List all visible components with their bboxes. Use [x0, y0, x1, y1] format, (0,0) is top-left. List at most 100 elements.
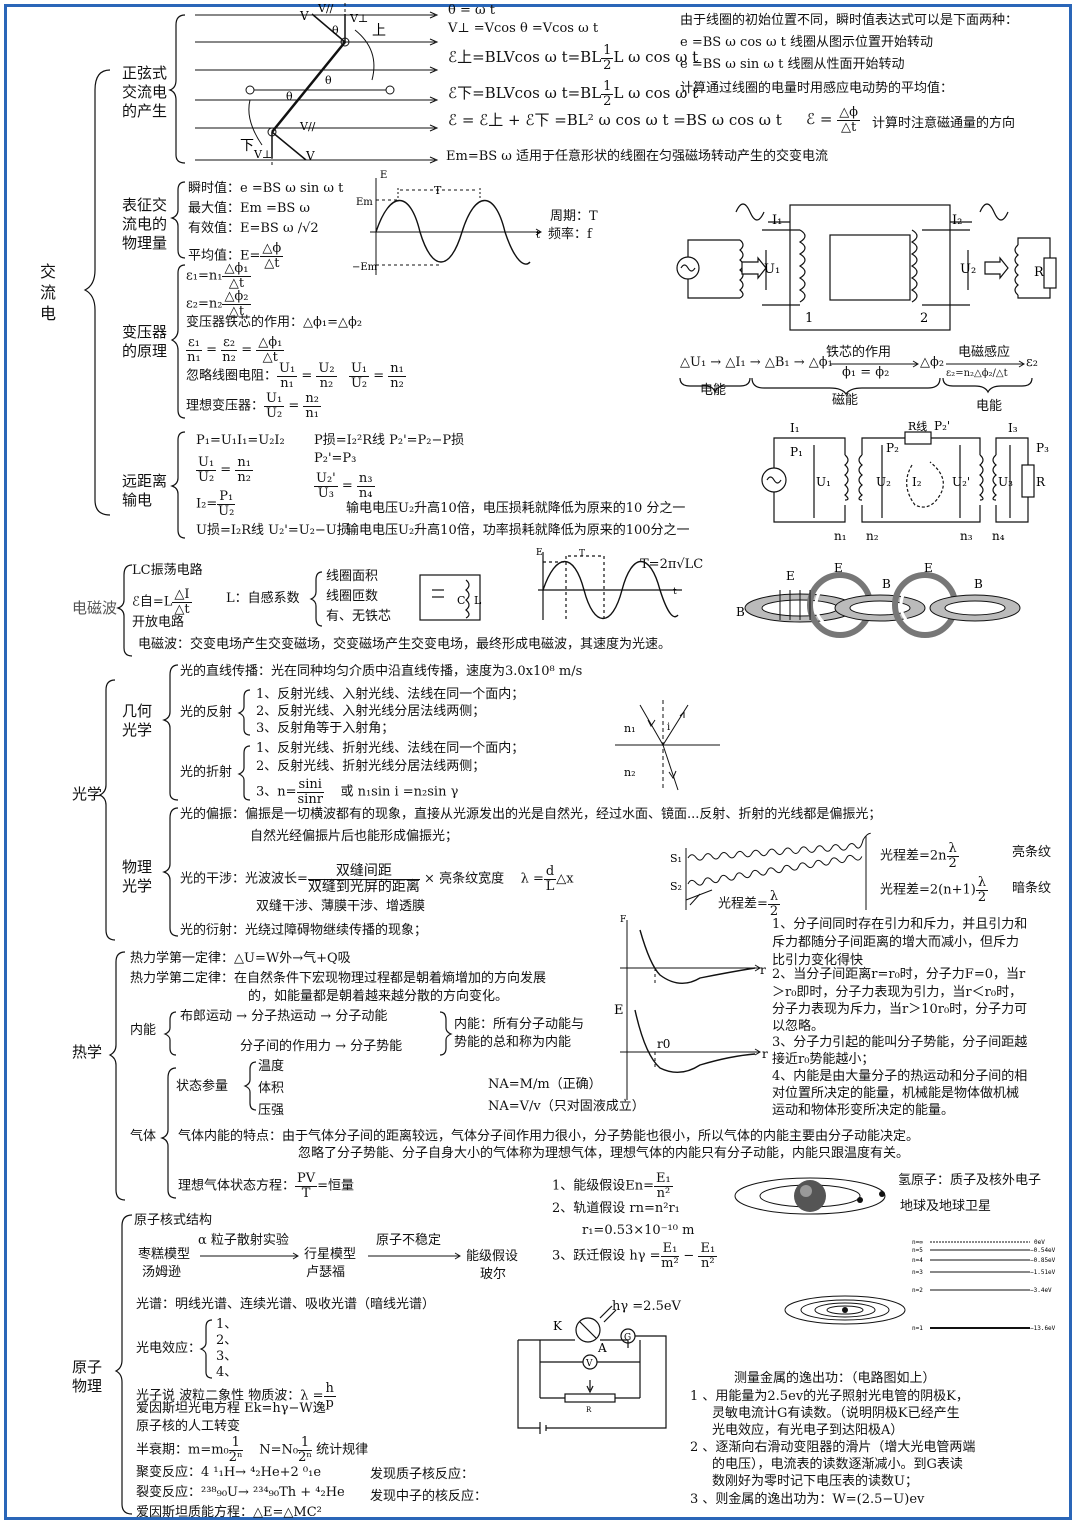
- mol3b: 接近r₀势能越小；: [772, 1052, 875, 1067]
- diag-vpar2: V//: [299, 120, 316, 133]
- tx-l2: P损=I₂²R线 P₂'=P₂−P损: [314, 433, 465, 448]
- mol2b: ＞r₀即时，分子力表现为引力，当r＜r₀时，: [772, 985, 1023, 1000]
- refr-i: i: [667, 722, 670, 733]
- wf2: 2 、逐渐向右滑动变阻器的滑片（增大光电管两端: [690, 1440, 976, 1455]
- ac-graph-em: Em: [356, 197, 373, 208]
- em-graph-t: t: [673, 587, 677, 597]
- txd-n4: n₄: [992, 529, 1005, 543]
- txd-n1: n₁: [834, 529, 847, 543]
- level-e4: −0.85eV: [1030, 1257, 1056, 1264]
- wf1b: 灵敏电流计G有读数。（说明阴极K已经产生: [712, 1406, 960, 1421]
- em-b2: B: [974, 577, 983, 591]
- thermo-title: 热学: [72, 1043, 103, 1061]
- mol4c: 运动和物体形变所决定的能量。: [772, 1103, 955, 1118]
- gen-eq2: V⊥ =Vcos θ =Vcos ω t: [448, 21, 599, 36]
- mol2c: 分子力表现为斥力，当r＞10r₀时，分子力可: [772, 1002, 1028, 1017]
- opt-dark-l: 暗条纹: [1012, 881, 1052, 896]
- gen-note1: 由于线圈的初始位置不同，瞬时值表达式可以是下面两种：: [680, 13, 1019, 28]
- th-vol: 体积: [258, 1081, 285, 1096]
- tfd-2: 2: [920, 311, 928, 326]
- atom-m2: 行星模型: [304, 1247, 357, 1262]
- txd-u2p: U₂': [952, 475, 970, 489]
- atom-m3b: 玻尔: [480, 1267, 507, 1282]
- th-gas2: 忽略了分子势能、分子自身大小的气体称为理想气体，理想气体的内能只有分子动能，内能…: [298, 1146, 910, 1161]
- wf-title: 测量金属的逸出功：（电路图如上）: [734, 1371, 936, 1386]
- wf1: 1 、用能量为2.5ev的光子照射光电管的阴极K，: [690, 1389, 969, 1404]
- em-eself: ℰ自=L△I△t: [132, 587, 192, 617]
- tf-chain-eq: ε₂=n₂△ϕ₂/△t: [946, 368, 1008, 379]
- th-law2: 热力学第二定律：在自然条件下宏现物理过程都是朝着熵增加的方向发展: [130, 971, 547, 986]
- ac-graph-mem: −Em: [352, 262, 378, 273]
- optics-phy: 物理光学: [122, 858, 153, 895]
- opt-refl1: 1、反射光线、入射光线、法线在同一个面内；: [256, 687, 525, 702]
- atom-unstable: 原子不稳定: [376, 1233, 442, 1248]
- atom-artificial: 原子核的人工转变: [136, 1419, 241, 1434]
- circ-g: G: [624, 1333, 631, 1343]
- diag-theta3: θ: [286, 90, 293, 103]
- ac-graph-e: E: [380, 170, 387, 181]
- em-b3: B: [736, 605, 745, 619]
- tfd-i2: I₂: [952, 213, 962, 228]
- char-freq: 频率：f: [548, 227, 592, 242]
- tfd-1: 1: [805, 311, 813, 326]
- em-b1: B: [882, 577, 891, 591]
- tfd-i1: I₁: [772, 213, 782, 228]
- ac-graph-t: t: [536, 230, 540, 241]
- level-n3: n=3: [912, 1269, 923, 1276]
- opt-inter-types: 双缝干涉、薄膜干涉、增透膜: [256, 899, 426, 914]
- char-l3: 有效值：E=BS ω /√2: [188, 221, 319, 236]
- txd-n3: n₃: [960, 529, 973, 543]
- th-law2b: 的，如能量都是朝着越来越分散的方向变化。: [248, 989, 509, 1004]
- graph-e: E: [614, 1003, 624, 1018]
- atom-struct: 原子核式结构: [134, 1213, 213, 1228]
- em-graph-e: E: [536, 548, 543, 558]
- refr-n1: n₁: [624, 722, 636, 735]
- level-e-inf: 0eV: [1034, 1239, 1045, 1246]
- circ-r: R: [586, 1406, 592, 1414]
- th-na2: NA=V/v（只对固液成立）: [488, 1099, 645, 1114]
- wf2b: 的电压），电流表的读数逐渐减小。到G表读: [712, 1457, 963, 1472]
- tfd-u2: U₂: [960, 262, 976, 277]
- circ-a: A: [597, 1341, 607, 1355]
- th-gas: 气体: [130, 1129, 157, 1144]
- em-cap: C: [457, 594, 465, 607]
- atom-alpha: α 粒子散射实验: [198, 1233, 289, 1248]
- tfd-r: R: [1034, 265, 1045, 280]
- em-e1: E: [786, 569, 795, 583]
- level-e1: −13.6eV: [1030, 1325, 1056, 1332]
- th-na1: NA=M/m（正确）: [488, 1077, 602, 1092]
- txd-u2: U₂: [876, 475, 891, 489]
- th-state: 状态参量: [176, 1079, 229, 1094]
- mol3a: 3、分子力引起的能叫分子势能，分子间距越: [772, 1035, 1028, 1050]
- em-wave: 电磁波：交变电场产生交变磁场，交变磁场产生交变电场，最终形成电磁波，其速度为光速…: [138, 637, 672, 652]
- level-n-inf: n=∞: [912, 1239, 923, 1246]
- opt-pol: 光的偏振：偏振是一切横波都有的现象，直接从光源发出的光是自然光，经过水面、镜面.…: [180, 807, 882, 822]
- graph-r0: r0: [657, 1037, 670, 1051]
- em-e3: E: [924, 561, 933, 575]
- gen-eq1: θ = ω t: [448, 3, 495, 18]
- tf-chain-iron: 铁芯的作用: [826, 345, 892, 360]
- em-coef: L：自感系数: [226, 591, 300, 606]
- atom-proton: 发现质子核反应：: [370, 1467, 475, 1482]
- opt-refr2: 2、反射光线、折射光线分居法线两侧；: [256, 759, 486, 774]
- atom-pe-2: 2、: [216, 1333, 238, 1348]
- diag-theta2: θ: [325, 74, 332, 87]
- diag-vperp2: V⊥: [253, 148, 272, 161]
- txd-p2: P₂: [886, 441, 899, 455]
- gen-eq5: ℰ = ℰ上 + ℰ下 =BL² ω cos ω t =BS ω cos ω t: [448, 111, 782, 129]
- level-e2: −3.4eV: [1030, 1287, 1052, 1294]
